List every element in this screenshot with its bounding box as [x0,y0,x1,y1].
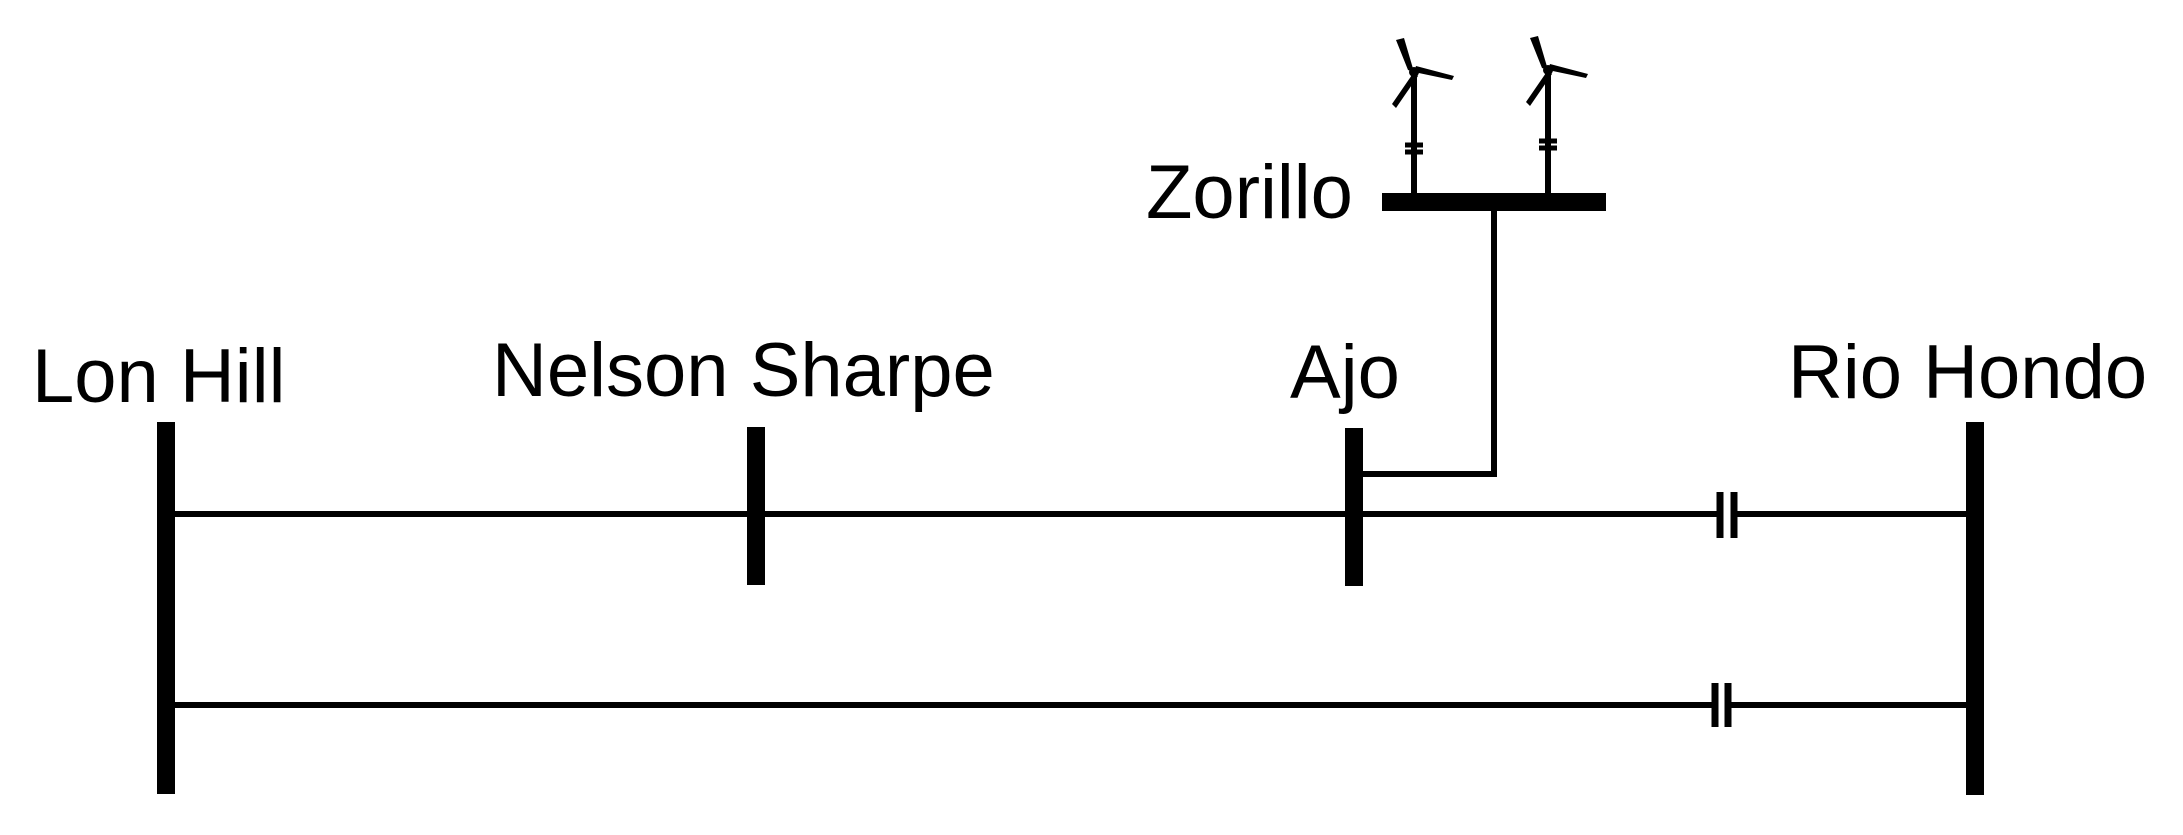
capacitor-icon [1716,492,1738,538]
bus-bar-nelson-sharpe [747,427,765,585]
wind-turbine-icon [1526,36,1588,193]
bus-label-nelson-sharpe: Nelson Sharpe [492,328,995,413]
bus-bar-rio-hondo [1966,422,1984,795]
bus-label-zorillo: Zorillo [1146,150,1353,235]
bus-bar-zorillo [1382,193,1606,211]
bus-bar-lon-hill [157,422,175,794]
wind-turbine-icon [1392,38,1454,193]
bus-label-lon-hill: Lon Hill [32,334,285,419]
bus-label-ajo: Ajo [1290,330,1400,415]
feeder-ajo-zorillo [1363,211,1497,477]
bus-bar-ajo [1345,428,1363,586]
bus-label-rio-hondo: Rio Hondo [1788,330,2147,415]
capacitor-icon [1711,683,1732,727]
